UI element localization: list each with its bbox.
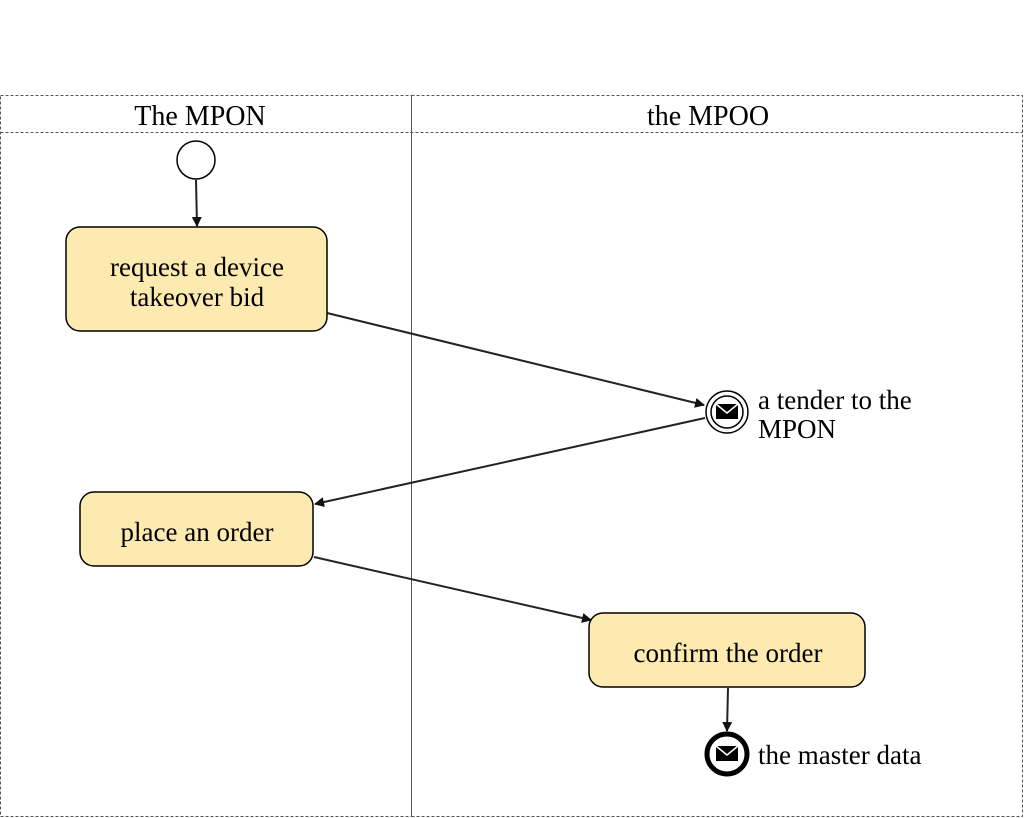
flow-request-to-tender (326, 312, 705, 408)
sequence-flows (191, 179, 733, 732)
task-box (79, 491, 314, 567)
lane-title-mpon: The MPON (134, 101, 265, 132)
tender-event-label-line-2: MPON (758, 414, 836, 444)
start-event[interactable] (176, 140, 216, 180)
flow-start-to-request (191, 179, 202, 227)
task-label-line-1: confirm the order (634, 638, 823, 668)
task-label-line-1: place an order (121, 517, 274, 547)
lane-title-mpoo: the MPOO (647, 101, 769, 132)
task-place-an-order[interactable]: place an order (79, 491, 314, 567)
end-message-event-master-data[interactable] (704, 731, 750, 777)
envelope-icon (715, 745, 739, 761)
flow-tender-to-place-order (314, 417, 706, 507)
flow-confirm-to-end (722, 687, 733, 732)
tender-event-label-line-1: a tender to the (758, 385, 912, 415)
lane-mpon (0, 95, 412, 817)
envelope-icon (715, 403, 739, 419)
task-label-line-1: request a device (110, 252, 284, 282)
task-box (65, 226, 328, 332)
master-data-event-label: the master data (758, 740, 921, 770)
lane-mpoo (411, 95, 1023, 817)
task-box (588, 612, 866, 688)
flow-place-order-to-confirm (313, 556, 592, 623)
task-confirm-the-order[interactable]: confirm the order (588, 612, 866, 688)
pool: The MPON the MPOO (0, 95, 1023, 817)
intermediate-message-event-tender[interactable] (705, 390, 749, 434)
task-label-line-2: takeover bid (130, 282, 265, 312)
task-request-device-takeover-bid[interactable]: request a device takeover bid (65, 226, 328, 332)
